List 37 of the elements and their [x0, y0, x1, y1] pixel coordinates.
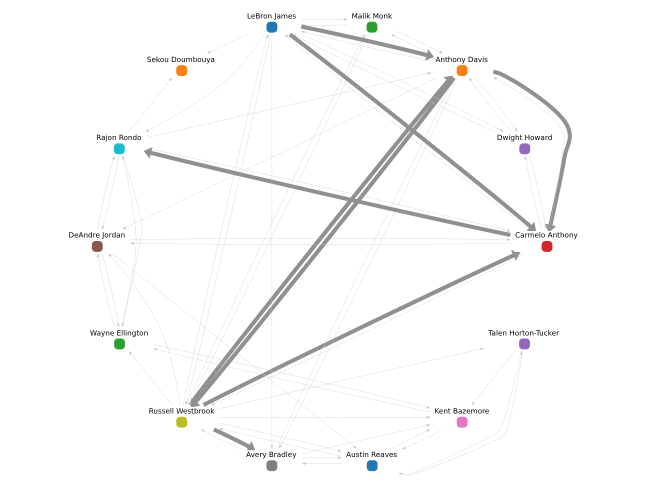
- arrow: [112, 254, 356, 449]
- arrow: [212, 428, 255, 452]
- arrow: [468, 78, 512, 132]
- arrow: [390, 34, 430, 54]
- arrow: [206, 34, 246, 54]
- arrow: [474, 78, 518, 132]
- arrow: [146, 72, 431, 138]
- arrow: [492, 77, 564, 230]
- arrow: [145, 34, 264, 132]
- arrow: [302, 456, 342, 460]
- arrow: [218, 348, 484, 409]
- arrow: [302, 462, 342, 465]
- arrow: [471, 351, 514, 406]
- arrow: [128, 78, 172, 132]
- arrow: [524, 156, 542, 230]
- arrow: [128, 351, 172, 406]
- arrow: [402, 429, 442, 450]
- arrow: [300, 18, 347, 21]
- arrow: [300, 30, 430, 62]
- arrow: [121, 156, 136, 327]
- arrow: [218, 416, 430, 419]
- arrow: [122, 78, 436, 230]
- arrow: [101, 156, 118, 230]
- arrow: [528, 156, 546, 230]
- arrow: [200, 429, 242, 450]
- arrow: [492, 70, 572, 232]
- arrow: [218, 428, 341, 456]
- arrow: [108, 254, 180, 406]
- arrow: [302, 424, 430, 454]
- arrow: [218, 423, 342, 452]
- arrow: [97, 156, 114, 230]
- arrow: [101, 254, 119, 327]
- arrow: [121, 156, 142, 327]
- arrow: [130, 242, 510, 245]
- arrow: [390, 429, 430, 449]
- arrow: [396, 31, 442, 54]
- arrow: [96, 254, 114, 327]
